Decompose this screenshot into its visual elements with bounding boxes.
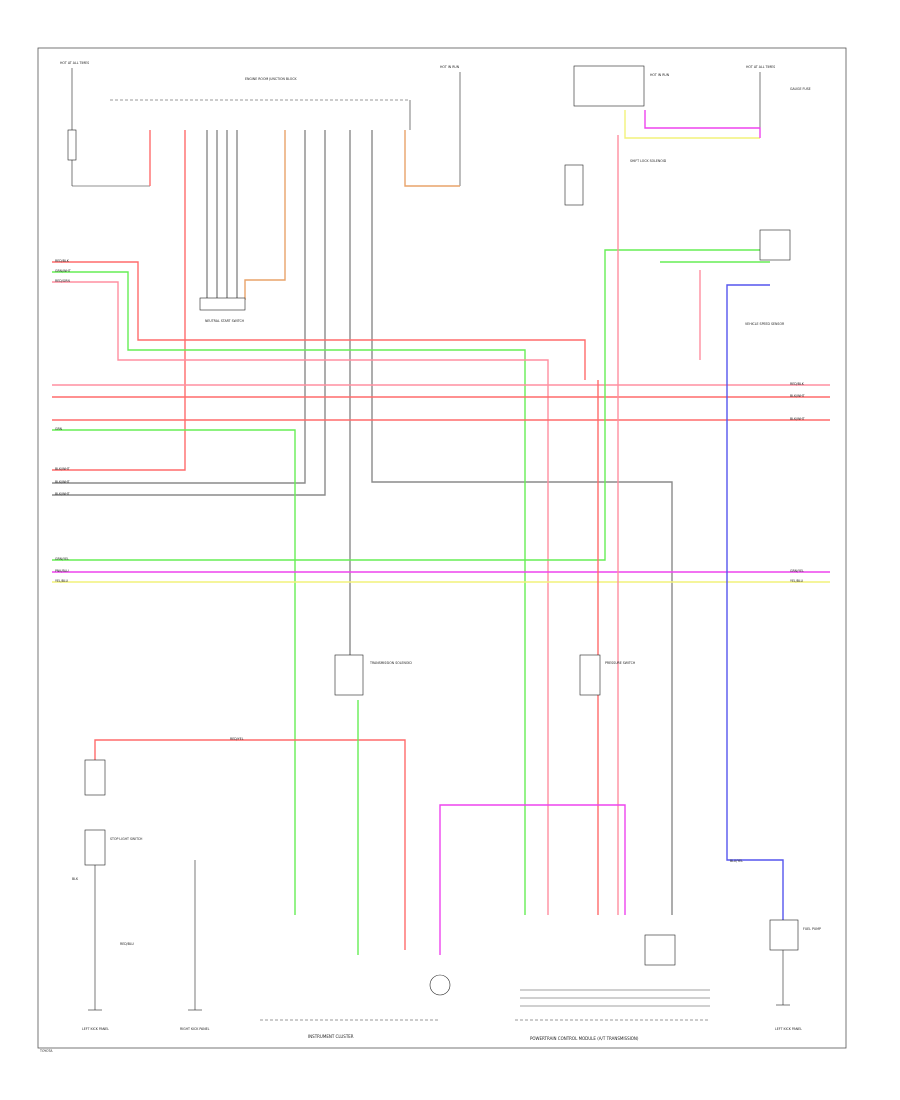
label-vehicle-speed-sensor: VEHICLE SPEED SENSOR bbox=[745, 322, 785, 326]
wire-label: GRN/WHT bbox=[55, 269, 71, 273]
wire-pink-1 bbox=[52, 281, 549, 915]
label-pressure-switch: PRESSURE SWITCH bbox=[605, 661, 636, 665]
label-junction-block: ENGINE ROOM JUNCTION BLOCK bbox=[245, 77, 297, 81]
hot-in-run-group-1: HOT IN RUN bbox=[440, 65, 461, 186]
label-gauge-fuse: GAUGE FUSE bbox=[790, 87, 811, 91]
wire-magenta-right bbox=[644, 110, 761, 138]
top-left-fuse-group: HOT AT ALL TIMES bbox=[60, 61, 151, 187]
label-hot-at-all-times-1: HOT AT ALL TIMES bbox=[60, 61, 89, 65]
footer-label: TOYOTA bbox=[39, 1049, 53, 1053]
label-hot-in-run-1: HOT IN RUN bbox=[440, 65, 460, 69]
wire-yellow-right bbox=[624, 110, 760, 139]
wire-label: BLK/WHT bbox=[790, 417, 805, 421]
vehicle-speed-sensor: VEHICLE SPEED SENSOR bbox=[745, 229, 791, 326]
wire-gray-3 bbox=[52, 130, 326, 496]
neutral-start-switch: NEUTRAL START SWITCH bbox=[199, 297, 246, 323]
wire-label: PNK/BLU bbox=[55, 569, 69, 573]
ground-right: RIGHT KICK PANEL bbox=[180, 860, 210, 1031]
wire-label: BLK/WHT bbox=[790, 394, 805, 398]
label-ground-far: LEFT KICK PANEL bbox=[775, 1027, 802, 1031]
wire-label: BLU/YEL bbox=[730, 859, 743, 863]
wire-label: RED/YEL bbox=[230, 737, 244, 741]
wire-green-bus bbox=[52, 429, 296, 915]
transmission-solenoid: TRANSMISSION SOLENOID bbox=[334, 654, 412, 696]
wire-label: RED/BLU bbox=[120, 942, 135, 946]
wire-gray-2 bbox=[52, 130, 306, 484]
label-instrument-cluster: INSTRUMENT CLUSTER bbox=[308, 1034, 354, 1039]
pressure-switch: PRESSURE SWITCH bbox=[579, 654, 636, 696]
wire-label: BLK/WHT bbox=[55, 480, 70, 484]
wire-label: RED/BLK bbox=[55, 259, 70, 263]
wire-label: GRN bbox=[55, 427, 63, 431]
label-ground-left: LEFT KICK PANEL bbox=[82, 1027, 109, 1031]
wire-label: RED/GRN bbox=[55, 279, 70, 283]
ground-left: LEFT KICK PANEL bbox=[82, 865, 109, 1031]
wire-orange-1 bbox=[244, 130, 286, 300]
wire-blue bbox=[726, 284, 784, 920]
label-transmission-solenoid: TRANSMISSION SOLENOID bbox=[369, 661, 412, 665]
wire-red-2 bbox=[52, 130, 186, 471]
wire-green-bus-2 bbox=[52, 249, 770, 561]
wire-magenta-lower bbox=[439, 804, 626, 955]
instrument-cluster: INSTRUMENT CLUSTER bbox=[260, 974, 451, 1039]
wire-label: BLK/WHT bbox=[55, 492, 70, 496]
wire-red-3 bbox=[52, 261, 586, 380]
label-neutral-start-switch: NEUTRAL START SWITCH bbox=[205, 319, 245, 323]
powertrain-control-module: POWERTRAIN CONTROL MODULE (A/T TRANSMISS… bbox=[515, 934, 710, 1041]
junction-block-group: ENGINE ROOM JUNCTION BLOCK bbox=[110, 77, 411, 130]
diagram-border bbox=[37, 47, 847, 1049]
wire-label: YEL/BLU bbox=[790, 579, 804, 583]
wire-label: RED/BLK bbox=[790, 382, 805, 386]
shift-lock-solenoid: SHIFT LOCK SOLENOID bbox=[564, 159, 667, 206]
wire-label: GRN/YEL bbox=[55, 557, 69, 561]
label-powertrain-control-module: POWERTRAIN CONTROL MODULE (A/T TRANSMISS… bbox=[530, 1036, 639, 1041]
fuse-1 bbox=[67, 129, 77, 161]
wire-gray-5 bbox=[371, 130, 673, 915]
hot-in-run-group-2: HOT IN RUN HOT AT ALL TIMES GAUGE FUSE bbox=[573, 65, 811, 138]
wire-label: GRN/YEL bbox=[790, 569, 804, 573]
wire-orange-2 bbox=[404, 130, 460, 187]
label-stop-light-switch: STOP LIGHT SWITCH bbox=[110, 837, 143, 841]
label-fuel-pump: FUEL PUMP bbox=[803, 927, 821, 931]
wire-label: BLK/WHT bbox=[55, 467, 70, 471]
ground-far: LEFT KICK PANEL bbox=[775, 950, 802, 1031]
check-connector-box bbox=[573, 65, 645, 107]
label-hot-at-all-times-2: HOT AT ALL TIMES bbox=[746, 65, 775, 69]
label-shift-lock-solenoid: SHIFT LOCK SOLENOID bbox=[630, 159, 667, 163]
wire-label: YEL/BLU bbox=[55, 579, 69, 583]
fuel-pump: FUEL PUMP bbox=[769, 919, 821, 951]
wire-label: BLK bbox=[72, 877, 79, 881]
stop-light-switch: STOP LIGHT SWITCH bbox=[84, 759, 143, 866]
label-ground-right: RIGHT KICK PANEL bbox=[180, 1027, 210, 1031]
wire-green-1 bbox=[52, 271, 526, 915]
label-hot-in-run-2: HOT IN RUN bbox=[650, 73, 670, 77]
